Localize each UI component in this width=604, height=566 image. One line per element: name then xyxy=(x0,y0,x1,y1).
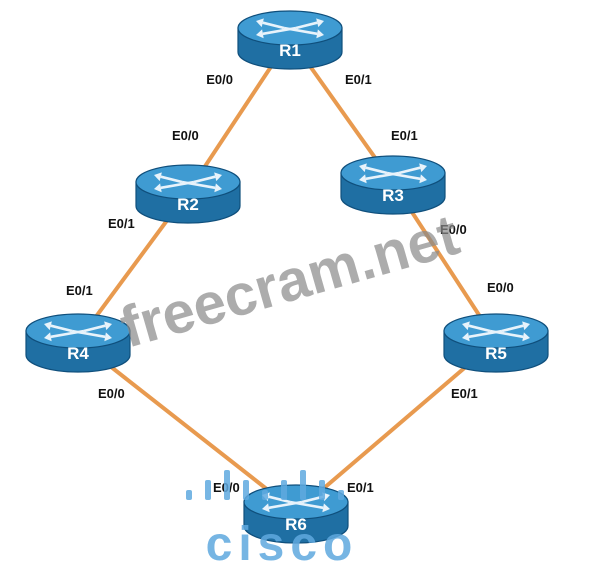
cisco-logo-bar xyxy=(300,470,306,500)
interface-label-r5: E0/0 xyxy=(487,280,514,295)
router-label: R2 xyxy=(177,195,199,214)
watermark-text: freecram.net xyxy=(113,202,466,360)
interface-label-r1: E0/0 xyxy=(206,72,233,87)
router-arrows-icon xyxy=(154,172,222,193)
router-r2[interactable]: R2 xyxy=(135,164,241,224)
cisco-logo-bar xyxy=(224,470,230,500)
router-r4[interactable]: R4 xyxy=(25,313,131,373)
cisco-logo-bar xyxy=(186,490,192,500)
interface-label-r5: E0/1 xyxy=(451,386,478,401)
interface-label-r3: E0/0 xyxy=(440,222,467,237)
router-arrows-icon xyxy=(462,321,530,342)
interface-label-r2: E0/1 xyxy=(108,216,135,231)
interface-label-r3: E0/1 xyxy=(391,128,418,143)
cisco-logo-bar xyxy=(338,490,344,500)
interface-label-r2: E0/0 xyxy=(172,128,199,143)
cisco-logo-bar xyxy=(319,480,325,500)
interface-label-r1: E0/1 xyxy=(345,72,372,87)
router-r3[interactable]: R3 xyxy=(340,155,446,215)
cisco-logo-bar xyxy=(205,480,211,500)
link-r5-r6 xyxy=(294,339,498,514)
cisco-logo-bar xyxy=(262,490,268,500)
router-label: R6 xyxy=(285,515,307,534)
router-label: R1 xyxy=(279,41,301,60)
cisco-logo-bar xyxy=(281,480,287,500)
cisco-logo-bars-icon xyxy=(186,470,344,500)
cisco-logo-bar xyxy=(243,480,249,500)
cisco-logo-text: cisco xyxy=(206,518,359,566)
link-r4-r6 xyxy=(76,339,298,514)
router-arrows-icon xyxy=(359,163,427,184)
interface-label-r6: E0/1 xyxy=(347,480,374,495)
router-r1[interactable]: R1 xyxy=(237,10,343,70)
router-label: R4 xyxy=(67,344,89,363)
interface-label-r4: E0/1 xyxy=(66,283,93,298)
interface-labels-layer: E0/0E0/0E0/1E0/1E0/1E0/1E0/0E0/0E0/0E0/0… xyxy=(66,72,514,495)
router-label: R3 xyxy=(382,186,404,205)
router-r5[interactable]: R5 xyxy=(443,313,549,373)
interface-label-r4: E0/0 xyxy=(98,386,125,401)
router-arrows-icon xyxy=(256,18,324,39)
router-label: R5 xyxy=(485,344,507,363)
router-arrows-icon xyxy=(44,321,112,342)
